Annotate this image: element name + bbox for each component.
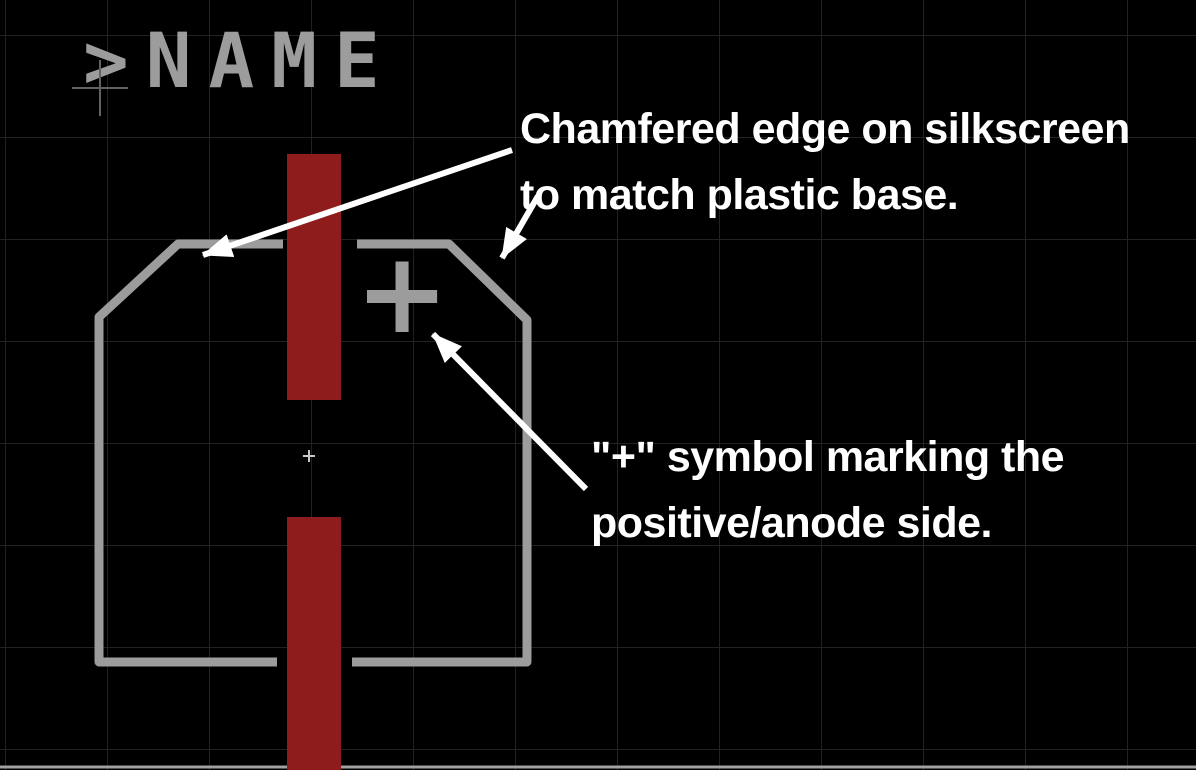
annotation-anode: "+" symbol marking the positive/anode si… xyxy=(591,424,1065,556)
arrow-chamfer-right xyxy=(499,194,541,260)
text-origin-crosshair xyxy=(72,60,128,116)
footprint-origin-marker xyxy=(303,450,315,462)
pad-bottom xyxy=(287,517,341,770)
annotation-chamfer: Chamfered edge on silkscreen to match pl… xyxy=(520,96,1130,228)
annotation-anode-line-1: "+" symbol marking the xyxy=(591,433,1065,481)
arrow-plus-symbol xyxy=(430,331,589,492)
arrow-chamfer-left xyxy=(202,147,513,258)
silkscreen-outline-right xyxy=(352,239,532,667)
annotation-chamfer-line-1: Chamfered edge on silkscreen xyxy=(520,105,1130,153)
silkscreen-outline-left xyxy=(94,239,283,667)
annotation-anode-line-2: positive/anode side. xyxy=(591,499,993,547)
pad-top xyxy=(287,154,341,400)
annotation-chamfer-line-2: to match plastic base. xyxy=(520,171,959,219)
name-label: >NAME xyxy=(83,16,397,105)
